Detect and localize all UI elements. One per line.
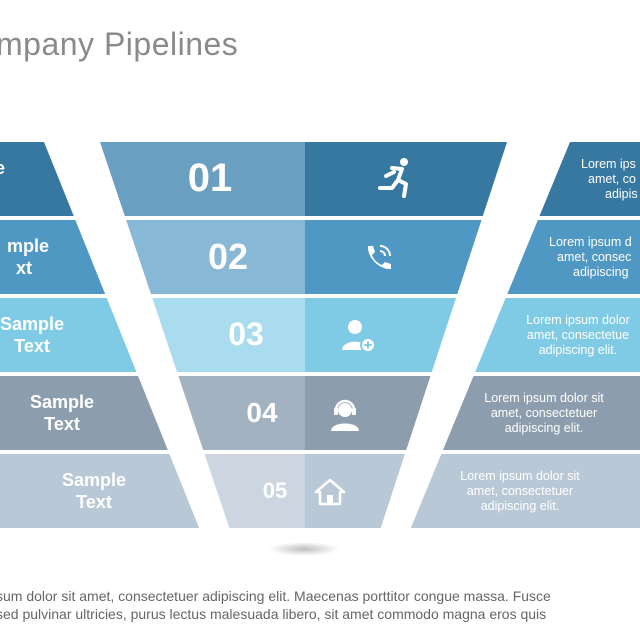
stage-number-1: 01 <box>187 156 233 200</box>
right-text-3-line1: Lorem ipsum dolor <box>526 313 630 327</box>
left-text-2: mple xt <box>0 235 83 279</box>
funnel-shadow <box>268 542 340 556</box>
left-text-4-line1: Sample <box>29 392 95 412</box>
stage-number-3: 03 <box>228 316 264 352</box>
slide-title: mpany Pipelines <box>0 26 239 62</box>
left-text-5-line2: Text <box>76 492 112 512</box>
right-text-1: Lorem ips amet, co adipis <box>560 157 640 202</box>
right-text-5-line2: amet, consectetuer <box>466 484 574 498</box>
right-text-3: Lorem ipsum dolor amet, consectetue adip… <box>498 313 640 358</box>
right-text-2: Lorem ipsum d amet, consec adipiscing <box>538 235 640 280</box>
left-text-5-line1: Sample <box>61 470 127 490</box>
right-text-4: Lorem ipsum dolor sit amet, consectetuer… <box>464 391 624 436</box>
right-text-5: Lorem ipsum dolor sit amet, consectetuer… <box>440 469 600 514</box>
right-text-5-line3: adipiscing elit. <box>480 499 560 513</box>
right-text-3-line3: adipiscing elit. <box>538 343 618 357</box>
right-text-2-line3: adipiscing <box>573 265 629 279</box>
left-text-2-line1: mple <box>6 236 49 256</box>
add-user-icon <box>342 320 376 353</box>
left-text-4-line2: Text <box>44 414 80 434</box>
row-separator <box>0 372 640 376</box>
right-band-5 <box>410 454 640 528</box>
right-text-1-line3: adipis <box>605 187 638 201</box>
right-text-2-line2: amet, consec <box>557 250 632 264</box>
row-separator <box>0 450 640 454</box>
left-text-1: e <box>0 157 55 179</box>
right-text-3-line2: amet, consectetue <box>526 328 630 342</box>
stage-number-2: 02 <box>207 236 249 277</box>
right-text-2-line1: Lorem ipsum d <box>549 235 632 249</box>
left-band-5 <box>0 454 200 528</box>
left-text-2-line2: xt <box>15 258 32 278</box>
body-text-line-2: sed pulvinar ultricies, purus lectus mal… <box>0 606 547 622</box>
right-text-1-line1: Lorem ips <box>581 157 636 171</box>
left-text-3-line1: Sample <box>0 314 65 334</box>
left-text-3-line2: Text <box>14 336 50 356</box>
stage-number-5: 05 <box>262 478 288 503</box>
body-text-line-1: sum dolor sit amet, consectetuer adipisc… <box>0 588 551 604</box>
home-icon <box>314 478 346 506</box>
stage-number-4: 04 <box>246 397 278 428</box>
row-separator <box>0 294 640 298</box>
right-text-4-line1: Lorem ipsum dolor sit <box>484 391 604 405</box>
funnel-icon-cell-1 <box>305 142 507 216</box>
right-text-4-line3: adipiscing elit. <box>504 421 584 435</box>
right-text-1-line2: amet, co <box>588 172 636 186</box>
support-agent-icon <box>331 399 359 431</box>
right-text-4-line2: amet, consectetuer <box>490 406 598 420</box>
row-separator <box>0 216 640 220</box>
phone-ringing-icon <box>367 245 391 270</box>
running-person-icon <box>378 158 408 198</box>
right-text-5-line1: Lorem ipsum dolor sit <box>460 469 580 483</box>
